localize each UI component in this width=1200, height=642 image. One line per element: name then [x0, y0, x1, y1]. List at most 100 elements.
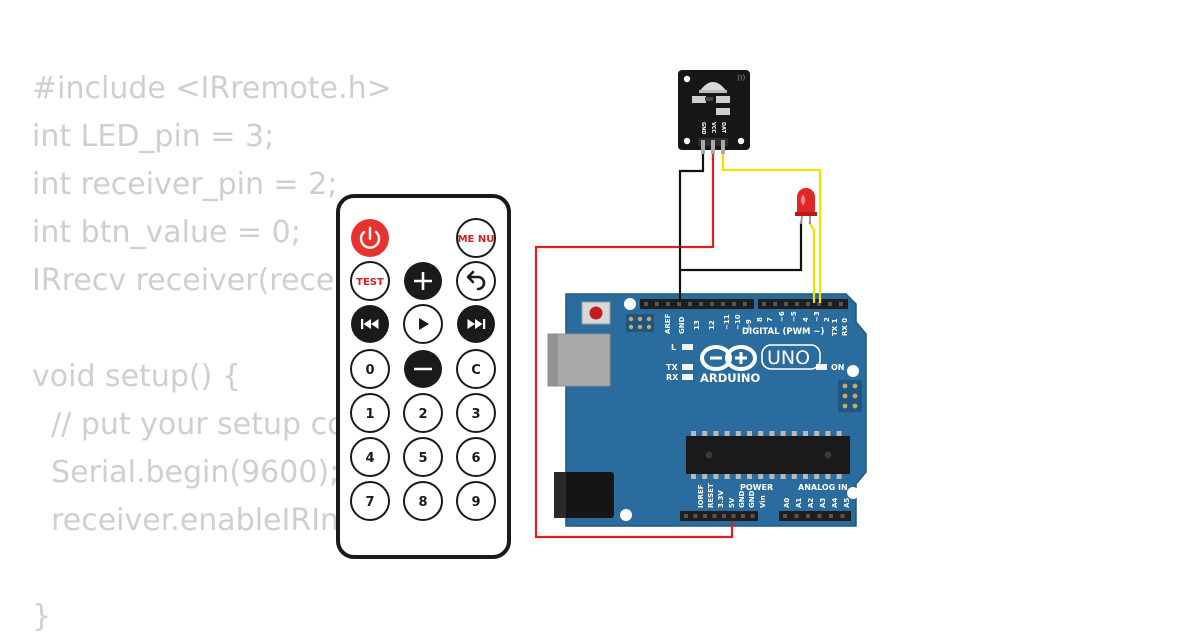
led-on [816, 364, 827, 370]
chip-leg [724, 474, 730, 479]
ir-module-pcb [678, 70, 750, 150]
ir-pin-label-vcc: VCC [710, 122, 716, 134]
pin-label-11: ~11 [723, 314, 731, 330]
remote-digit-1-button[interactable]: 1 [350, 393, 390, 433]
wire-black-gnd[interactable] [678, 152, 705, 302]
header-pin-hole [750, 514, 755, 518]
chip-leg [702, 431, 708, 436]
wire-yellow-signal[interactable] [721, 152, 822, 303]
remote-digit-2-button[interactable]: 2 [403, 393, 443, 433]
digit-3-label: 3 [471, 407, 480, 422]
remote-digit-9-button[interactable]: 9 [456, 481, 496, 521]
chip-leg [836, 474, 842, 479]
ir-sensor-dome [699, 82, 727, 92]
ir-module-hole [737, 137, 745, 145]
smd-component [716, 108, 730, 115]
pin-label-rx0: RX 0 [841, 318, 849, 336]
header-pin-hole [806, 514, 810, 518]
remote-prev-button[interactable] [351, 305, 389, 343]
remote-minus-button[interactable] [404, 350, 442, 388]
header-pin-hole [722, 514, 726, 518]
digit-1-label: 1 [365, 407, 374, 422]
chip-leg [747, 474, 752, 479]
chip-leg [825, 474, 831, 479]
chip-leg [791, 431, 797, 436]
remote-play-button[interactable] [403, 304, 443, 344]
remote-digit-7-button[interactable]: 7 [350, 481, 390, 521]
header-pin-hole [655, 302, 659, 306]
remote-plus-button[interactable] [404, 262, 442, 300]
ir-pin-label-gnd: GND [700, 122, 706, 134]
ir-receiver-module[interactable]: ))) GND VCC DAT [678, 70, 750, 154]
header-pin-hole [806, 302, 810, 306]
next-icon [467, 319, 486, 329]
remote-c-button[interactable]: C [456, 349, 496, 389]
mounting-hole [847, 365, 859, 377]
pin-label-gnd: GND [678, 316, 686, 334]
chip-leg [814, 431, 820, 436]
header-pin-hole [699, 302, 703, 306]
usb-port-shade [548, 334, 558, 386]
uno-badge [761, 344, 821, 370]
chip-leg [769, 474, 775, 479]
uno-text: UNO [767, 347, 810, 369]
pin-label-tx1: TX 1 [831, 318, 839, 336]
chip-leg [702, 474, 708, 479]
remote-digit-3-button[interactable]: 3 [456, 393, 496, 433]
pin-label-3v3: 3.3V [717, 490, 725, 508]
digit-7-label: 7 [365, 495, 374, 510]
code-line: } [32, 599, 52, 634]
reset-button[interactable] [589, 306, 603, 320]
ir-remote[interactable]: ME NU TEST [336, 194, 511, 559]
arduino-uno-board[interactable]: AREF GND 13 12 ~11 ~10 ~9 8 7 ~6 ~5 4 ~3… [547, 293, 867, 527]
power-jack-front [554, 472, 566, 518]
smd-component [692, 96, 706, 103]
remote-test-button[interactable]: TEST [350, 261, 390, 301]
remote-next-button[interactable] [457, 305, 495, 343]
chip-leg [713, 474, 719, 479]
pin-label-5v: 5V [728, 497, 736, 508]
ir-pin-gnd [701, 140, 705, 154]
pin-label-7: 7 [766, 317, 774, 322]
led-leg-cathode [800, 215, 803, 225]
power-label: POWER [740, 483, 773, 492]
header-pin-hole [783, 514, 787, 518]
pin-label-a4: A4 [831, 498, 839, 508]
onboard-leds: L TX RX ON [666, 343, 845, 382]
chip-leg [780, 474, 786, 479]
pin-label-aref: AREF [664, 313, 672, 334]
pin-label-a1: A1 [795, 498, 803, 508]
remote-digit-4-button[interactable]: 4 [350, 437, 390, 477]
remote-digit-6-button[interactable]: 6 [456, 437, 496, 477]
digital-pwm-label: DIGITAL (PWM ~) [742, 327, 824, 337]
digital-header-pins [644, 302, 843, 306]
code-line: int LED_pin = 3; [32, 119, 275, 154]
pin-label-gnd-1: GND [738, 490, 746, 508]
red-led[interactable] [795, 188, 817, 225]
wire-yellow-led[interactable] [808, 221, 816, 303]
header-pin-hole [741, 514, 745, 518]
code-line: int receiver_pin = 2; [32, 167, 338, 202]
wire-red-vcc[interactable] [534, 152, 734, 539]
header-pin-hole [773, 302, 777, 306]
code-line: Serial.begin(9600); [32, 455, 340, 490]
chip-leg [803, 474, 808, 479]
arduino-logo-icon [700, 345, 757, 371]
header-pin-hole [840, 514, 845, 518]
remote-digit-5-button[interactable]: 5 [403, 437, 443, 477]
header-pin-hole [712, 514, 717, 518]
remote-power-button[interactable] [351, 219, 389, 257]
header-pin-hole [721, 302, 725, 306]
remote-digit-8-button[interactable]: 8 [403, 481, 443, 521]
remote-back-button[interactable] [456, 261, 496, 301]
led-on-label: ON [831, 363, 845, 372]
header-pin-hole [693, 514, 698, 518]
remote-digit-0-button[interactable]: 0 [350, 349, 390, 389]
wire-black-led[interactable] [680, 222, 803, 272]
code-line: receiver.enableIRIn [32, 503, 340, 538]
pin-label-2: 2 [823, 317, 831, 322]
remote-menu-button[interactable]: ME NU [456, 218, 496, 258]
led-highlight [801, 195, 805, 205]
chip-leg [724, 431, 730, 436]
header-pin-hole [784, 302, 788, 306]
